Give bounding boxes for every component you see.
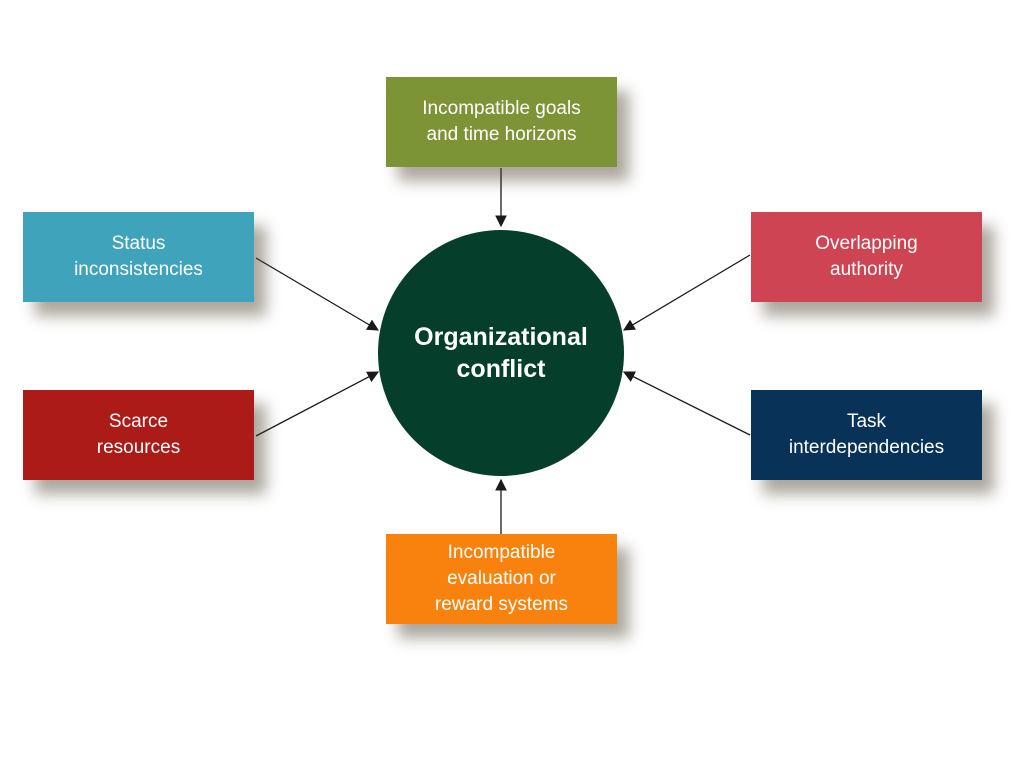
arrow-scarce: [255, 371, 380, 437]
cause-task-interdependencies: Task interdependencies: [751, 390, 982, 480]
arrow-authority: [622, 254, 751, 331]
cause-incompatible-evaluation: Incompatible evaluation or reward system…: [386, 534, 617, 624]
cause-overlapping-authority: Overlapping authority: [751, 212, 982, 302]
cause-scarce-resources: Scarce resources: [23, 390, 254, 480]
arrow-status: [255, 257, 380, 331]
cause-status-inconsistencies: Status inconsistencies: [23, 212, 254, 302]
center-organizational-conflict: Organizational conflict: [378, 230, 624, 476]
arrow-task: [622, 371, 751, 436]
cause-incompatible-goals: Incompatible goals and time horizons: [386, 77, 617, 167]
